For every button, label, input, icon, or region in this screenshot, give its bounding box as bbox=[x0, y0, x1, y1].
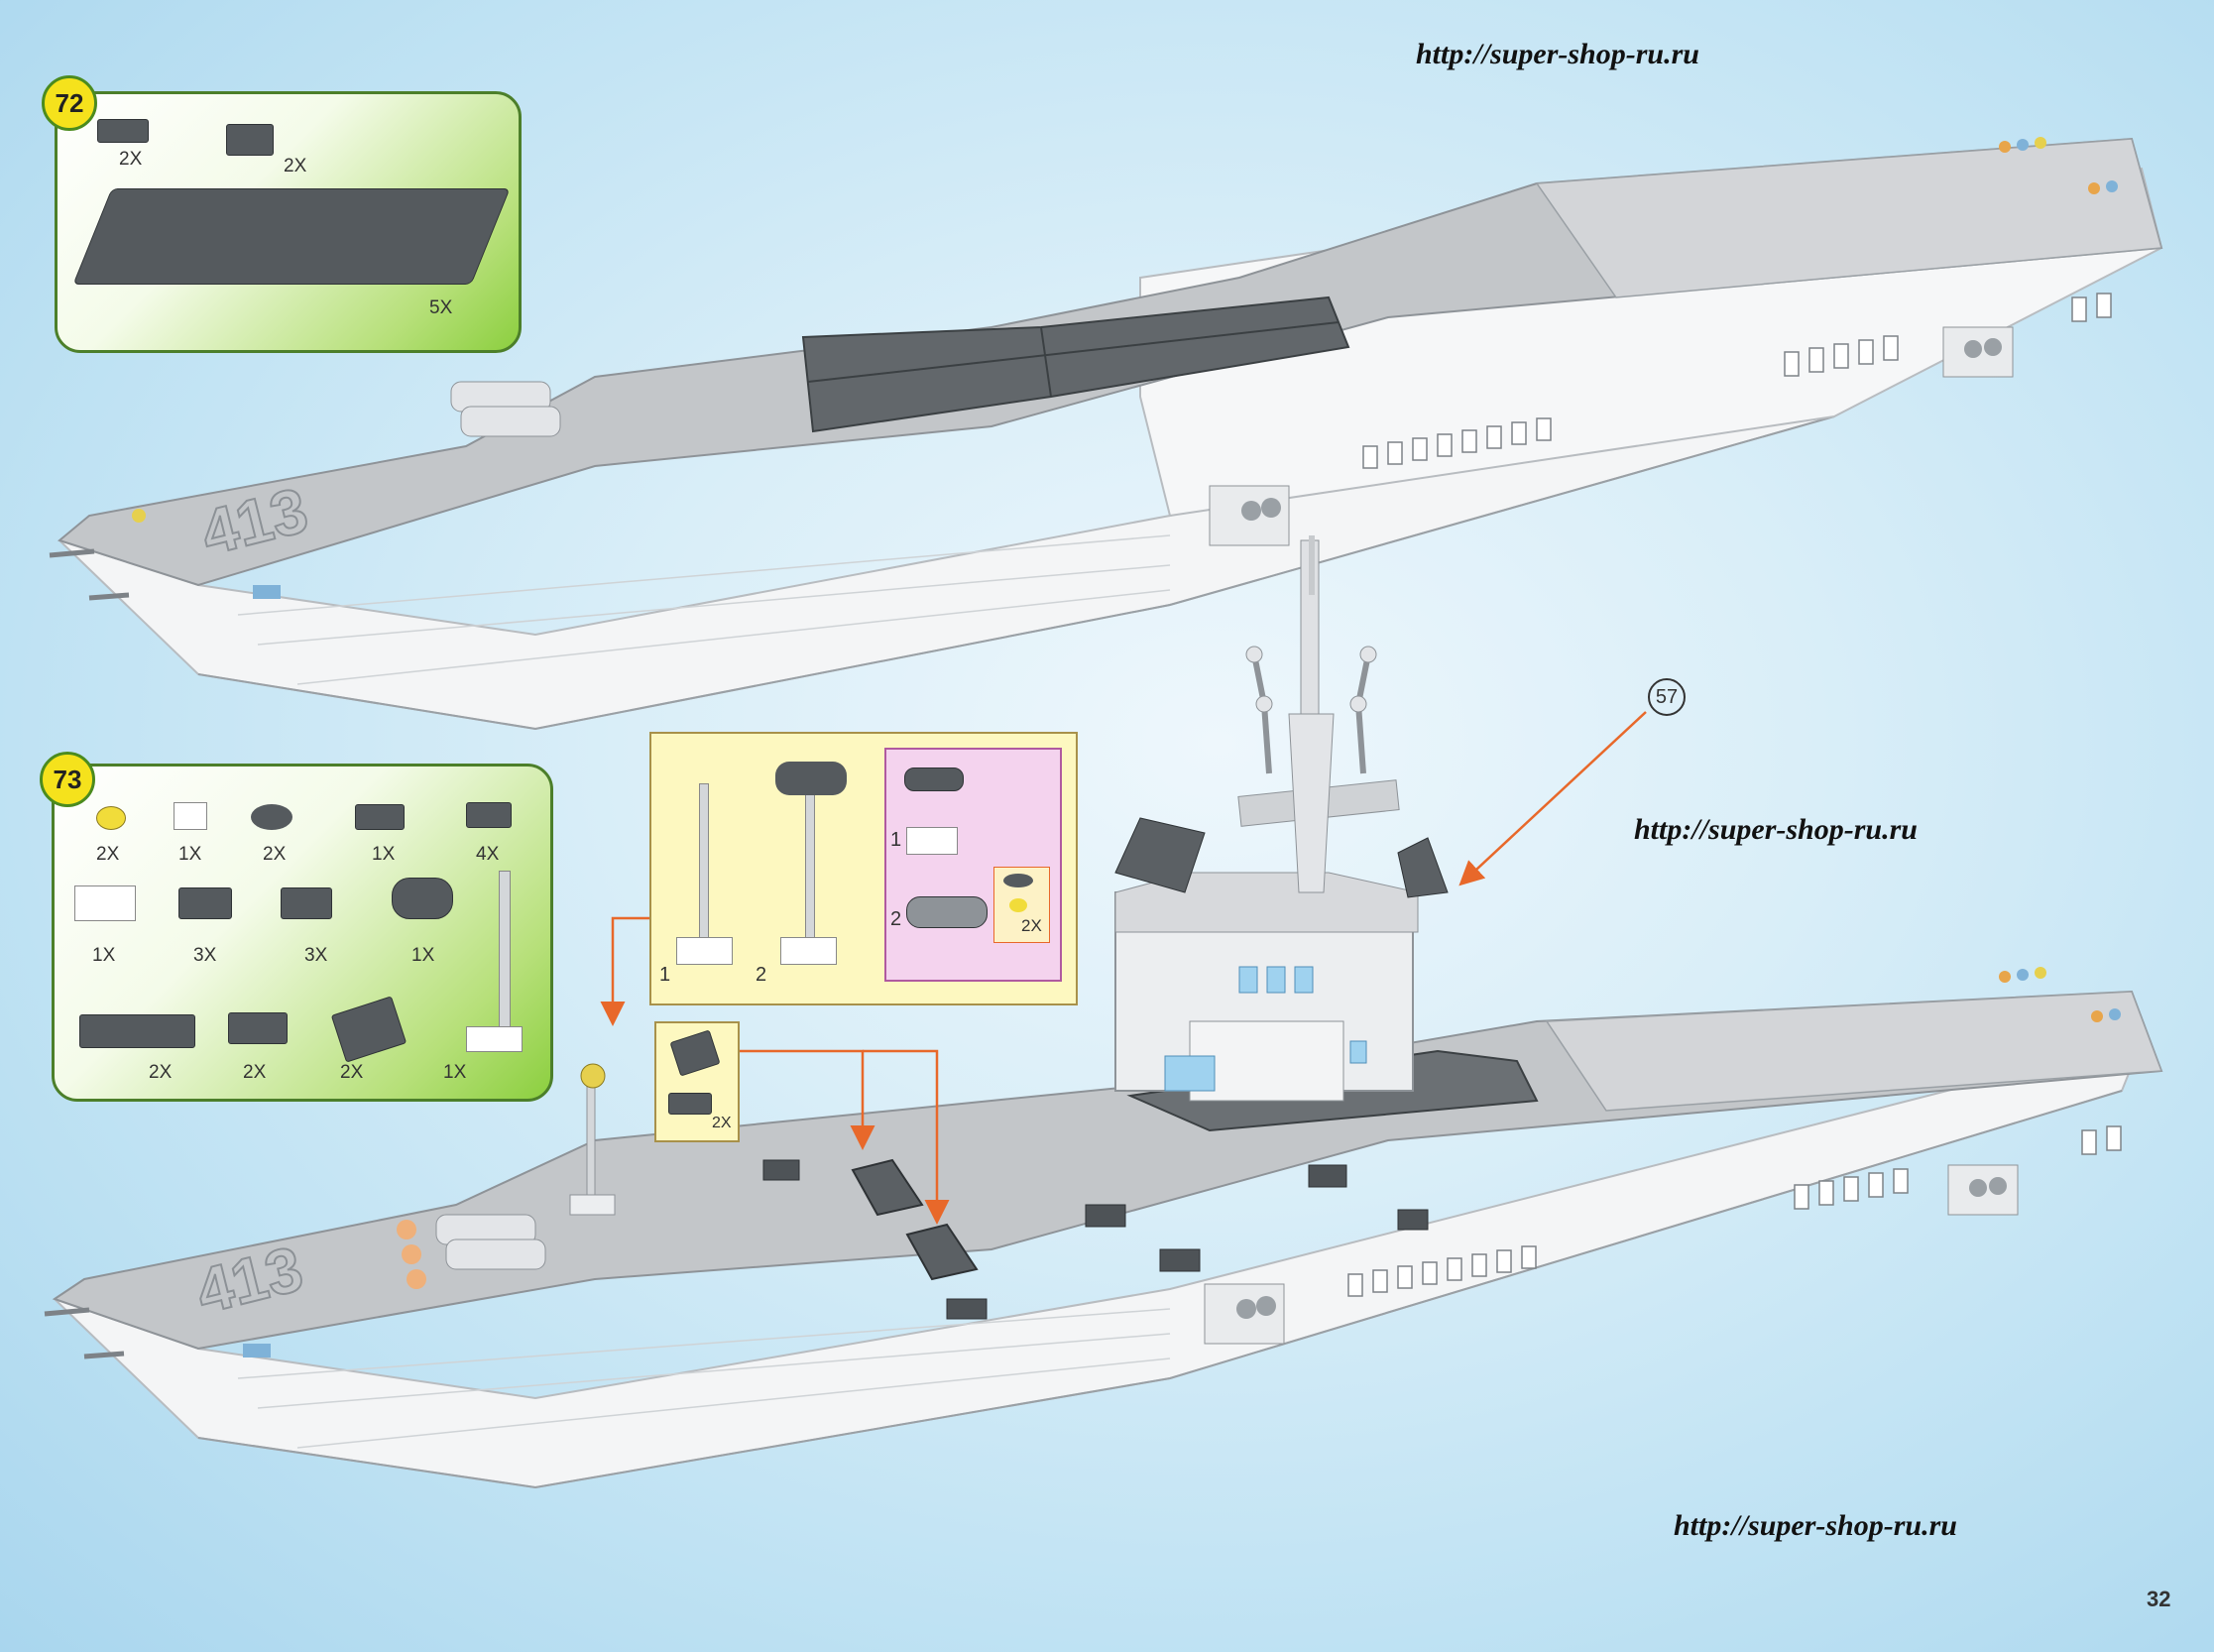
pole-stage-2 bbox=[805, 783, 815, 944]
clip-plate-stage bbox=[906, 827, 958, 855]
page-number: 32 bbox=[2147, 1587, 2171, 1611]
qty-73-r3-a: 2X bbox=[149, 1062, 173, 1083]
hinge-part bbox=[178, 887, 232, 919]
pole-base-part bbox=[466, 1026, 523, 1052]
qty-73-r1-d: 1X bbox=[372, 844, 396, 865]
qty-73-r2-c: 3X bbox=[304, 945, 328, 966]
pink-label-2: 2 bbox=[890, 908, 902, 930]
white-clip-plate-part bbox=[74, 885, 136, 921]
qty-73-r3-b: 2X bbox=[243, 1062, 267, 1083]
top-carrier-model: 413 bbox=[49, 137, 2163, 731]
qty-73-r1-e: 4X bbox=[476, 844, 500, 865]
qty-72-c: 5X bbox=[429, 297, 453, 318]
inset-dish bbox=[1003, 874, 1033, 887]
bracket-part bbox=[228, 1012, 288, 1044]
pole-base-2 bbox=[780, 937, 837, 965]
tile-2x4-part bbox=[79, 1014, 195, 1048]
step-73-panel: 2X 1X 2X 1X 4X 1X 3X 3X 1X 2X 2X 2X 1X bbox=[52, 764, 553, 1102]
tile-2x2-part bbox=[226, 124, 274, 156]
watermark-url-bottom: http://super-shop-ru.ru bbox=[1674, 1509, 1957, 1542]
yellow-round-plate-part bbox=[96, 806, 126, 830]
pink-qty: 2X bbox=[1021, 916, 1042, 935]
grille-qty: 2X bbox=[712, 1115, 732, 1131]
pole-base-1 bbox=[676, 937, 733, 965]
qty-73-r1-a: 2X bbox=[96, 844, 120, 865]
pole-part bbox=[499, 871, 511, 1031]
large-plate-part bbox=[72, 188, 511, 285]
watermark-url-middle: http://super-shop-ru.ru bbox=[1634, 813, 1918, 846]
reference-marker-57: 57 bbox=[1648, 678, 1686, 716]
round-dish-part bbox=[251, 804, 292, 830]
tile-2x2-dark-part bbox=[281, 887, 332, 919]
qty-73-r2-a: 1X bbox=[92, 945, 116, 966]
lights-pink-callout: 1 2 2X bbox=[884, 748, 1062, 982]
grille-subassembly-callout: 2X bbox=[654, 1021, 740, 1142]
grille-part bbox=[330, 996, 408, 1063]
qty-73-r1-b: 1X bbox=[178, 844, 202, 865]
qty-73-r3-d: 1X bbox=[443, 1062, 467, 1083]
grille-stage bbox=[669, 1029, 721, 1077]
bottom-carrier-model: 413 bbox=[44, 535, 2163, 1489]
tile-1x2-part bbox=[355, 804, 405, 830]
pole-lights-2 bbox=[775, 762, 847, 795]
white-clip-part bbox=[174, 802, 207, 830]
inset-yellow-plate bbox=[1009, 898, 1027, 912]
step-72-panel: 2X 2X 5X bbox=[55, 91, 522, 353]
qty-73-r1-c: 2X bbox=[263, 844, 287, 865]
curved-plate-part bbox=[392, 878, 453, 919]
pole-stage-1 bbox=[699, 783, 709, 944]
watermark-url-top: http://super-shop-ru.ru bbox=[1416, 38, 1699, 70]
stage-label-1: 1 bbox=[659, 964, 671, 986]
qty-73-r3-c: 2X bbox=[340, 1062, 364, 1083]
qty-72-a: 2X bbox=[119, 149, 143, 170]
curved-plate-stage bbox=[904, 767, 964, 791]
step-number-72: 72 bbox=[42, 75, 97, 131]
bracket-stage bbox=[668, 1093, 712, 1115]
plate-1x2-dark-part bbox=[466, 802, 512, 828]
qty-73-r2-d: 1X bbox=[411, 945, 435, 966]
pink-label-1: 1 bbox=[890, 829, 902, 851]
stage-label-2: 2 bbox=[756, 964, 767, 986]
qty-72-b: 2X bbox=[284, 156, 307, 177]
light-pole-subassembly-callout: 1 2 1 2 2X bbox=[649, 732, 1078, 1005]
step-number-73: 73 bbox=[40, 752, 95, 807]
qty-73-r2-b: 3X bbox=[193, 945, 217, 966]
plate-1x2-part bbox=[97, 119, 149, 143]
island-tower bbox=[1114, 535, 1449, 1102]
light-arm-stage bbox=[906, 896, 988, 928]
